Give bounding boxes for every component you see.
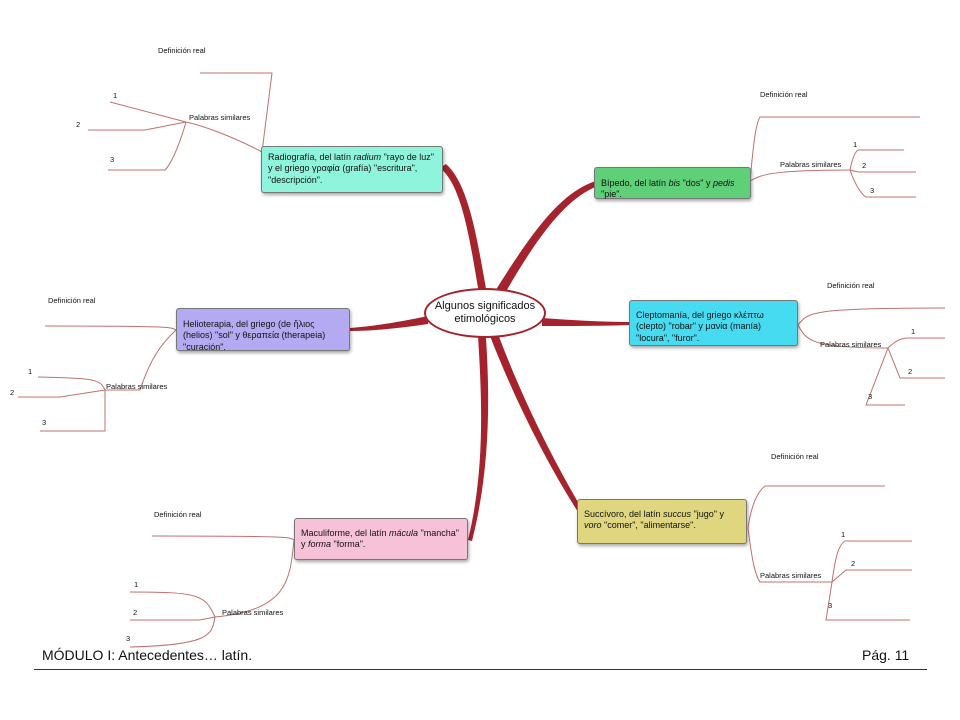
sub-branches [18,72,946,648]
main-branches [350,164,630,541]
twig-succivoro-palabras [747,527,832,583]
radiografia-palabras-label[interactable]: Palabras similares [189,113,251,122]
twig-cleptomania-palabras [797,324,889,349]
twig-helioterapia-1 [37,376,106,391]
branch-maculiforme [468,336,489,541]
branch-succivoro [490,334,582,512]
node-maculiforme[interactable]: Maculiforme, del latín mácula "mancha" y… [294,518,468,560]
central-topic-line2: etimológicos [454,313,516,325]
twig-bipedo-definicion [749,116,920,182]
radiografia-num-2: 2 [76,120,81,129]
node-cleptomania[interactable]: Cleptomanía, del griego κλέπτω (clepto) … [629,300,798,346]
twig-bipedo-palabras [749,169,851,182]
twig-helioterapia-definicion [44,325,177,331]
node-succivoro[interactable]: Succívoro, del latín succus "jugo" y vor… [577,499,747,544]
twig-cleptomania-1 [887,337,945,349]
twig-radiografia-2 [88,121,187,131]
maculiforme-palabras-label[interactable]: Palabras similares [222,608,284,617]
succivoro-definicion-label[interactable]: Definición real [771,452,819,461]
footer-page-number: Pág. 11 [862,647,910,663]
twig-radiografia-palabras [109,101,263,153]
footer-module-title: MÓDULO I: Antecedentes… latín. [42,647,253,663]
helioterapia-num-2: 2 [10,388,15,397]
branch-cleptomania [542,318,630,326]
cleptomania-definicion-label[interactable]: Definición real [827,281,875,290]
twig-maculiforme-definicion [151,535,295,541]
bipedo-palabras-label[interactable]: Palabras similares [780,160,842,169]
cleptomania-num-2: 2 [908,367,913,376]
helioterapia-num-3: 3 [42,418,47,427]
radiografia-num-3: 3 [110,155,115,164]
twig-bipedo-3 [849,169,916,198]
twig-succivoro-3 [825,581,910,621]
twig-cleptomania-2 [887,347,945,379]
maculiforme-num-1: 1 [134,580,139,589]
cleptomania-num-3: 3 [868,392,873,401]
helioterapia-num-1: 1 [28,367,33,376]
twig-radiografia-3 [108,121,187,171]
twig-maculiforme-1 [129,591,216,618]
twig-helioterapia-3 [40,390,106,432]
twig-bipedo-2 [849,169,916,173]
helioterapia-palabras-label[interactable]: Palabras similares [106,382,168,391]
cleptomania-palabras-label[interactable]: Palabras similares [820,340,882,349]
bipedo-num-3: 3 [870,186,875,195]
maculiforme-definicion-label[interactable]: Definición real [154,510,202,519]
bipedo-num-2: 2 [862,161,867,170]
twig-maculiforme-2 [130,616,216,621]
twig-maculiforme-3 [129,616,216,648]
node-bipedo[interactable]: Bípedo, del latín bis "dos" y pedis "pie… [594,167,751,199]
maculiforme-num-2: 2 [133,608,138,617]
twig-maculiforme-palabras [214,539,295,618]
central-topic-line1: Algunos significados [434,299,536,312]
twig-helioterapia-2 [18,389,106,398]
branch-helioterapia [350,316,428,331]
footer-divider [34,669,927,670]
bipedo-definicion-label[interactable]: Definición real [760,90,808,99]
twig-cleptomania-3 [865,347,905,406]
twig-helioterapia-palabras [105,329,177,391]
branch-bipedo [492,181,598,302]
radiografia-definicion-label[interactable]: Definición real [158,46,206,55]
twig-cleptomania-definicion [797,307,946,326]
radiografia-num-1: 1 [113,91,118,100]
bipedo-num-1: 1 [853,140,858,149]
twig-succivoro-definicion [747,485,885,529]
succivoro-num-1: 1 [841,530,846,539]
helioterapia-definicion-label[interactable]: Definición real [48,296,96,305]
twig-succivoro-2 [831,569,912,583]
succivoro-palabras-label[interactable]: Palabras similares [760,571,822,580]
twig-succivoro-1 [831,540,912,583]
cleptomania-num-1: 1 [911,327,916,336]
node-radiografia[interactable]: Radiografía, del latín radium "rayo de l… [261,146,443,193]
twig-radiografia-definicion [200,72,273,153]
twig-bipedo-1 [849,149,904,171]
maculiforme-num-3: 3 [126,634,131,643]
succivoro-num-3: 3 [828,601,833,610]
succivoro-num-2: 2 [851,559,856,568]
node-helioterapia[interactable]: Helioterapia, del griego (de ἥλιος (heli… [176,308,350,352]
branch-radiografia [440,164,488,300]
